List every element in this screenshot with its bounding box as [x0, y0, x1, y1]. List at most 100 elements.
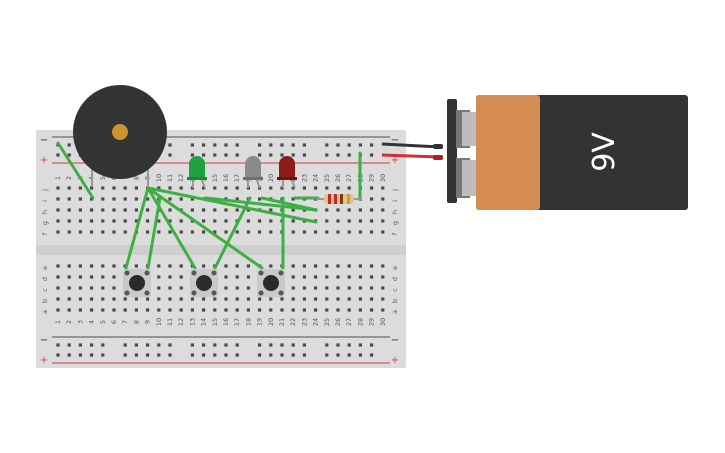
breadboard-hole[interactable]	[302, 230, 306, 234]
breadboard-hole[interactable]	[347, 353, 351, 357]
breadboard-hole[interactable]	[168, 219, 172, 223]
breadboard-hole[interactable]	[246, 208, 250, 212]
wire[interactable]	[146, 186, 264, 270]
breadboard-hole[interactable]	[67, 230, 71, 234]
breadboard-hole[interactable]	[90, 308, 94, 312]
breadboard-hole[interactable]	[258, 197, 262, 201]
breadboard-hole[interactable]	[269, 343, 273, 347]
breadboard-hole[interactable]	[213, 208, 217, 212]
breadboard-hole[interactable]	[269, 230, 273, 234]
breadboard-hole[interactable]	[325, 308, 329, 312]
breadboard-hole[interactable]	[246, 264, 250, 268]
resistor[interactable]	[316, 194, 362, 204]
breadboard-hole[interactable]	[179, 308, 183, 312]
breadboard-hole[interactable]	[224, 275, 228, 279]
breadboard-hole[interactable]	[258, 297, 262, 301]
breadboard-hole[interactable]	[325, 275, 329, 279]
breadboard-hole[interactable]	[302, 353, 306, 357]
breadboard-hole[interactable]	[146, 208, 150, 212]
breadboard-hole[interactable]	[168, 275, 172, 279]
breadboard-hole[interactable]	[336, 297, 340, 301]
breadboard-hole[interactable]	[347, 297, 351, 301]
breadboard-hole[interactable]	[56, 219, 60, 223]
breadboard-hole[interactable]	[90, 286, 94, 290]
breadboard-hole[interactable]	[78, 230, 82, 234]
breadboard-hole[interactable]	[347, 208, 351, 212]
breadboard-hole[interactable]	[280, 308, 284, 312]
breadboard-hole[interactable]	[246, 286, 250, 290]
breadboard-hole[interactable]	[146, 230, 150, 234]
breadboard-hole[interactable]	[224, 286, 228, 290]
breadboard-hole[interactable]	[134, 308, 138, 312]
breadboard-hole[interactable]	[112, 275, 116, 279]
breadboard-hole[interactable]	[112, 308, 116, 312]
breadboard-hole[interactable]	[258, 308, 262, 312]
breadboard-hole[interactable]	[347, 264, 351, 268]
breadboard-hole[interactable]	[336, 343, 340, 347]
breadboard-hole[interactable]	[190, 197, 194, 201]
breadboard-hole[interactable]	[280, 343, 284, 347]
breadboard-hole[interactable]	[213, 153, 217, 157]
breadboard-hole[interactable]	[168, 153, 172, 157]
breadboard-hole[interactable]	[336, 153, 340, 157]
breadboard-hole[interactable]	[302, 297, 306, 301]
breadboard-hole[interactable]	[90, 297, 94, 301]
breadboard-hole[interactable]	[358, 219, 362, 223]
breadboard-hole[interactable]	[67, 143, 71, 147]
wire[interactable]	[124, 186, 150, 270]
breadboard-hole[interactable]	[157, 219, 161, 223]
breadboard-hole[interactable]	[202, 208, 206, 212]
breadboard-hole[interactable]	[314, 230, 318, 234]
breadboard-hole[interactable]	[157, 297, 161, 301]
breadboard-hole[interactable]	[370, 186, 374, 190]
breadboard-hole[interactable]	[269, 153, 273, 157]
breadboard-hole[interactable]	[381, 219, 385, 223]
piezo-buzzer[interactable]	[73, 85, 167, 186]
breadboard-hole[interactable]	[224, 143, 228, 147]
breadboard-hole[interactable]	[336, 308, 340, 312]
breadboard-hole[interactable]	[202, 186, 206, 190]
breadboard-hole[interactable]	[146, 353, 150, 357]
breadboard-hole[interactable]	[336, 186, 340, 190]
breadboard-hole[interactable]	[269, 353, 273, 357]
breadboard-hole[interactable]	[325, 297, 329, 301]
breadboard-hole[interactable]	[258, 153, 262, 157]
breadboard-hole[interactable]	[336, 208, 340, 212]
breadboard-hole[interactable]	[235, 153, 239, 157]
breadboard-hole[interactable]	[90, 353, 94, 357]
breadboard-hole[interactable]	[101, 186, 105, 190]
breadboard-hole[interactable]	[325, 143, 329, 147]
breadboard-hole[interactable]	[78, 208, 82, 212]
breadboard-hole[interactable]	[235, 286, 239, 290]
breadboard-hole[interactable]	[157, 286, 161, 290]
breadboard-hole[interactable]	[381, 275, 385, 279]
breadboard-hole[interactable]	[123, 343, 127, 347]
breadboard-hole[interactable]	[235, 143, 239, 147]
breadboard-hole[interactable]	[67, 343, 71, 347]
breadboard-hole[interactable]	[336, 286, 340, 290]
breadboard-hole[interactable]	[246, 297, 250, 301]
breadboard-hole[interactable]	[190, 143, 194, 147]
breadboard-hole[interactable]	[325, 230, 329, 234]
breadboard-hole[interactable]	[112, 208, 116, 212]
breadboard-hole[interactable]	[336, 230, 340, 234]
breadboard-hole[interactable]	[347, 186, 351, 190]
breadboard-hole[interactable]	[157, 343, 161, 347]
breadboard-hole[interactable]	[157, 308, 161, 312]
breadboard-hole[interactable]	[202, 297, 206, 301]
breadboard-hole[interactable]	[168, 286, 172, 290]
breadboard-hole[interactable]	[347, 286, 351, 290]
breadboard-hole[interactable]	[90, 186, 94, 190]
breadboard-hole[interactable]	[336, 353, 340, 357]
breadboard-hole[interactable]	[123, 197, 127, 201]
breadboard-hole[interactable]	[347, 343, 351, 347]
breadboard-hole[interactable]	[358, 286, 362, 290]
breadboard-hole[interactable]	[291, 264, 295, 268]
breadboard-hole[interactable]	[235, 308, 239, 312]
breadboard-hole[interactable]	[179, 186, 183, 190]
breadboard-hole[interactable]	[213, 297, 217, 301]
breadboard-hole[interactable]	[224, 308, 228, 312]
breadboard-hole[interactable]	[101, 197, 105, 201]
breadboard-hole[interactable]	[67, 264, 71, 268]
breadboard-hole[interactable]	[291, 208, 295, 212]
